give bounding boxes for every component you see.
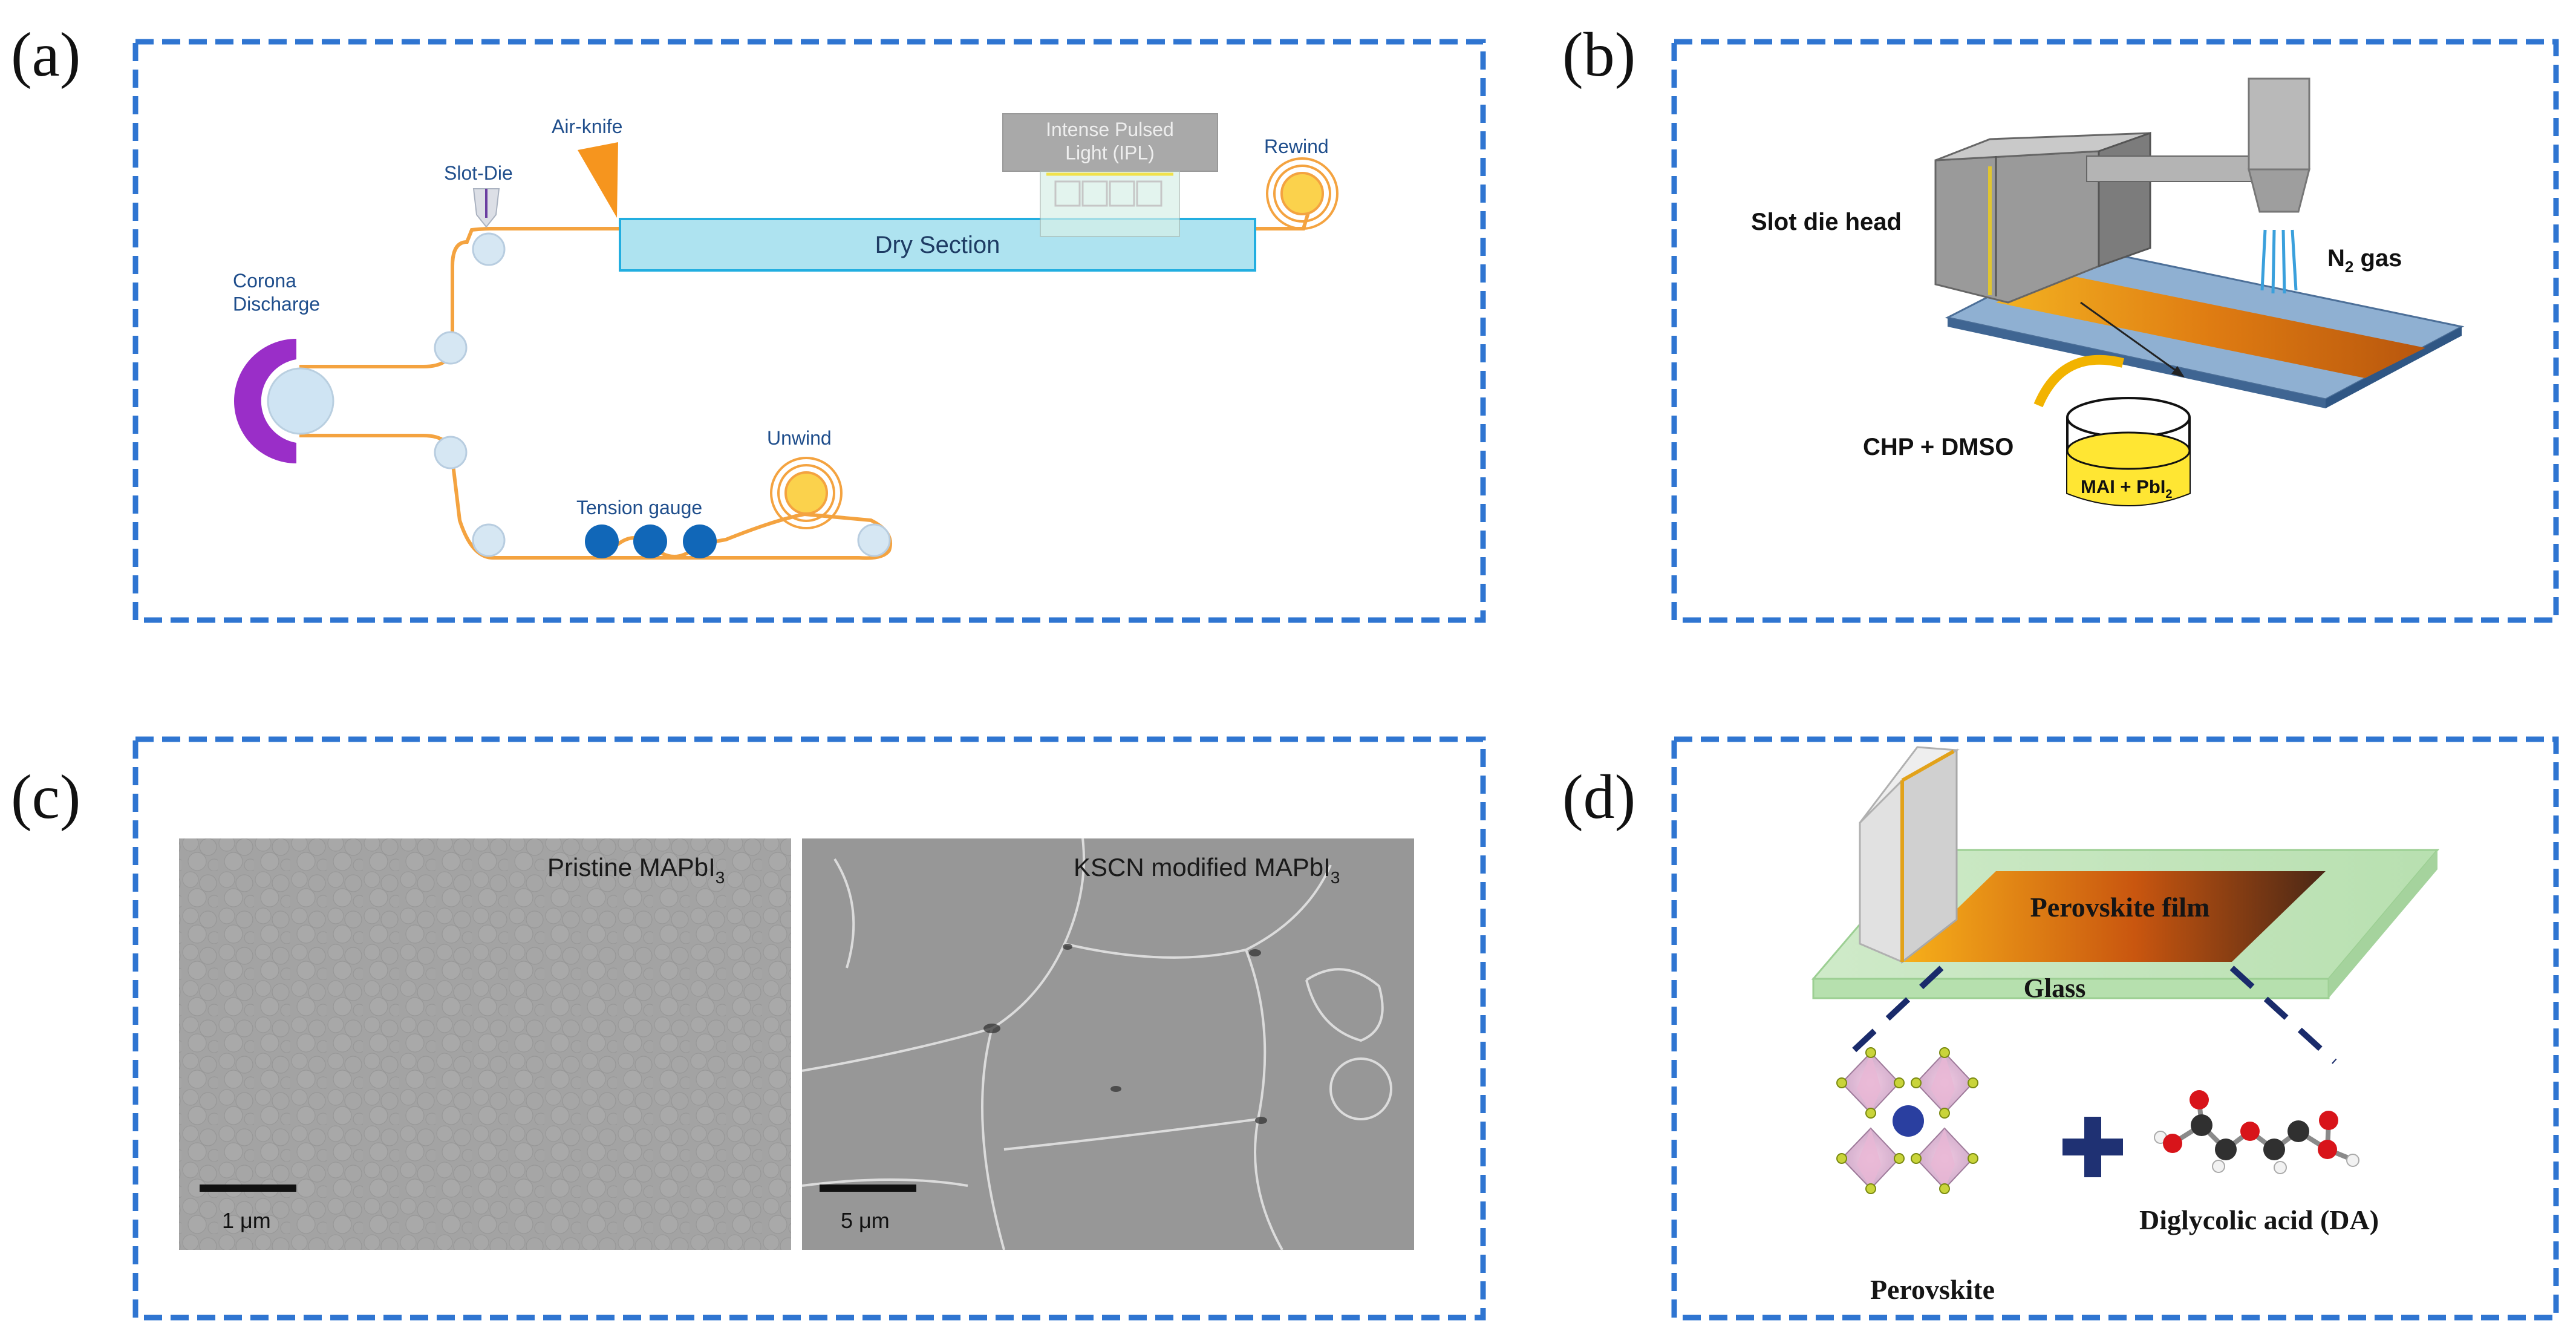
transfer-arrowhead — [2171, 366, 2185, 377]
atom-o — [2318, 1140, 2337, 1159]
atom-o — [2190, 1090, 2209, 1109]
octahedron — [1841, 1127, 1900, 1190]
corona-electrode — [234, 339, 296, 463]
n2-nozzle — [2248, 77, 2310, 171]
panel-b-frame — [1671, 39, 2559, 623]
sem-kscn-label: KSCN modified MAPbI3 — [1074, 853, 1340, 887]
guide-roller — [434, 436, 468, 469]
scale-bar-1um-label: 1 μm — [222, 1208, 271, 1233]
panel-d-frame — [1671, 736, 2559, 1321]
solution-label: MAI + PbI2 — [2081, 476, 2173, 501]
tension-gauge-roller — [585, 524, 619, 558]
octahedron — [1915, 1127, 1974, 1190]
zoom-connector-left — [1839, 966, 1944, 1064]
atom-c — [2287, 1120, 2309, 1142]
panel-label-c: (c) — [11, 762, 80, 832]
sem-image-kscn — [802, 838, 1414, 1250]
n2-gas-label: N2 gas — [2327, 245, 2402, 276]
coater-head-slot-top — [1901, 750, 1955, 782]
panel-label-b: (b) — [1562, 20, 1635, 90]
octahedron — [1915, 1051, 1974, 1114]
n2-gas-stream — [2260, 229, 2298, 294]
rewind-roll — [1266, 157, 1339, 230]
panel-a-frame — [132, 39, 1486, 623]
slot-die-head-label: Slot die head — [1751, 209, 1902, 235]
sem-kscn-dark-voids — [983, 944, 1267, 1124]
rewind-label: Rewind — [1264, 136, 1329, 157]
octahedron — [1841, 1051, 1900, 1114]
tension-gauge-roller — [683, 524, 717, 558]
atom-h — [2346, 1154, 2359, 1167]
pour-arrow — [2033, 355, 2124, 408]
gantry-arm — [2086, 155, 2263, 182]
panel-c-frame — [132, 736, 1486, 1321]
sem-image-pristine — [179, 838, 791, 1250]
solvent-label: CHP + DMSO — [1863, 434, 2014, 460]
sem-kscn-grain-boundaries — [801, 838, 1392, 1250]
air-knife-icon — [578, 142, 618, 218]
perovskite-film — [1902, 871, 2326, 962]
film-label: Perovskite film — [2030, 892, 2210, 923]
diglycolic-acid-molecule — [2154, 1090, 2359, 1174]
panel-b-diagram: N2 gas Slot die head MAI + PbI2 CHP + DM… — [1751, 77, 2465, 506]
zoom-connector-right — [2229, 966, 2337, 1064]
unwind-roll — [770, 457, 843, 529]
text-line: Discharge — [233, 293, 320, 315]
panel-c-diagram: Pristine MAPbI3 1 μm KSCN modified MAPbI… — [179, 838, 1414, 1250]
ipl-cells — [1054, 180, 1162, 207]
panel-label-d: (d) — [1562, 762, 1635, 832]
scale-bar-5um-label: 5 μm — [841, 1208, 890, 1233]
atom-h — [2274, 1161, 2287, 1174]
tension-gauge-label: Tension gauge — [576, 497, 702, 518]
atom-o — [2240, 1122, 2260, 1141]
slot-die-label: Slot-Die — [444, 162, 513, 184]
a-site-cation — [1893, 1105, 1924, 1137]
solution-beaker — [2066, 397, 2191, 506]
substrate-edge — [1948, 318, 2326, 408]
atom-h — [2212, 1160, 2225, 1173]
panel-d-diagram: Perovskite film Glass — [1811, 746, 2440, 1305]
halide-atoms — [1836, 1047, 1978, 1194]
guide-roller — [472, 523, 506, 557]
glass-side — [2329, 850, 2437, 998]
scale-bar-5um — [820, 1185, 916, 1192]
guide-roller — [472, 232, 506, 266]
corona-roller — [267, 367, 334, 435]
panel-label-a: (a) — [11, 20, 80, 90]
perovskite-structure — [1836, 1047, 1978, 1194]
glass-label: Glass — [2024, 973, 2086, 1003]
coater-head-front — [1859, 778, 1903, 964]
ipl-lamp — [1002, 113, 1218, 172]
atom-c — [2263, 1139, 2285, 1160]
n2-nozzle-tip — [2248, 168, 2310, 213]
guide-roller — [434, 331, 468, 365]
dry-section-label: Dry Section — [875, 232, 1000, 258]
air-knife-label: Air-knife — [552, 116, 622, 137]
acid-label: Diglycolic acid (DA) — [2139, 1204, 2379, 1235]
perovskite-label: Perovskite — [1870, 1274, 1995, 1305]
unwind-label: Unwind — [767, 427, 832, 449]
scale-bar-1um — [200, 1185, 296, 1192]
text-line: Light (IPL) — [1065, 142, 1155, 163]
slot-die-head-side — [2098, 131, 2151, 268]
plus-sign — [2062, 1117, 2123, 1177]
substrate-side — [2326, 327, 2462, 408]
atom-c — [2191, 1114, 2212, 1136]
tension-gauge-roller — [633, 524, 667, 558]
wet-film — [1996, 272, 2425, 378]
atom-o — [2319, 1111, 2338, 1130]
sem-pristine-label: Pristine MAPbI3 — [547, 853, 725, 887]
transfer-arrow — [2080, 301, 2183, 376]
guide-roller — [857, 523, 891, 557]
atom-o — [2163, 1134, 2182, 1153]
atom-c — [2215, 1139, 2237, 1160]
